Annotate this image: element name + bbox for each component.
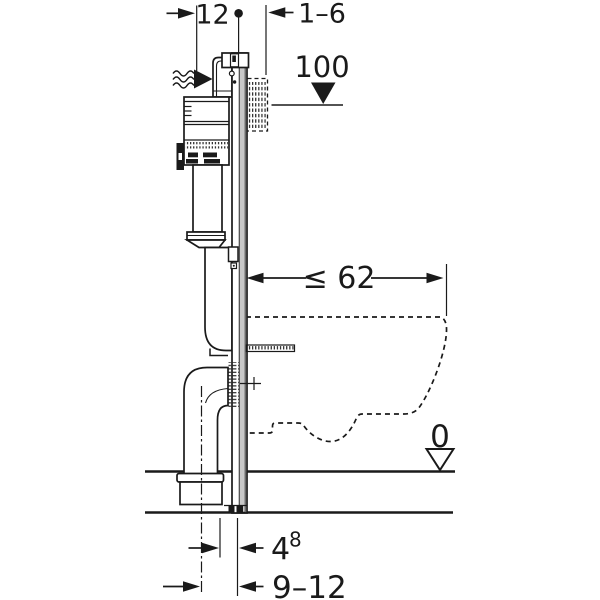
floor-datum-zero: 0 [424, 419, 456, 472]
arrow-right-icon [426, 272, 444, 284]
flush-pipe-hook [209, 348, 228, 357]
dimension-top-gap: 1–6 [265, 0, 346, 75]
elbow-inner-line [204, 387, 229, 404]
wall-block [247, 77, 269, 132]
dimension-outlet-center: 9–12 [163, 570, 347, 600]
flush-pipe [204, 246, 233, 352]
wall-block-dashed-edge [247, 77, 269, 132]
outlet-threads [228, 362, 239, 409]
dim-outlet-offset-sup: 8 [289, 528, 302, 552]
arrow-left-icon [239, 581, 256, 592]
arrow-left-icon [239, 542, 256, 554]
floor-datum-label: 0 [430, 419, 450, 455]
cistern-lower-housing [192, 164, 223, 233]
water-wave-icon [172, 76, 195, 83]
arrow-left-icon [268, 7, 286, 18]
height-marker-label: 100 [294, 50, 349, 84]
valve-block [204, 159, 220, 164]
valve-block [203, 152, 217, 158]
water-supply-arrow-icon [194, 69, 213, 89]
cistern-taper [184, 239, 227, 249]
rail-bracket-dot [232, 264, 235, 267]
water-supply [172, 69, 213, 89]
rail-screw-hole [228, 70, 235, 77]
arrow-right-icon [178, 8, 195, 19]
bowl-dashed-path [246, 316, 448, 443]
fixing-rod-threaded [245, 344, 296, 353]
drain-elbow [176, 366, 229, 506]
dimension-outlet-offset: 4 8 [188, 518, 302, 596]
arrow-right-icon [202, 542, 219, 554]
mounting-rail [221, 52, 250, 514]
rail-foot-block [236, 505, 243, 513]
water-wave-icon [172, 82, 195, 89]
dim-outlet-center-label: 9–12 [272, 570, 347, 600]
dim-top-gap-label: 1–6 [298, 0, 346, 30]
left-mounting-slot [178, 153, 182, 160]
datum-dot [234, 9, 243, 18]
fixing-rod [240, 344, 296, 390]
dimension-top-depth: 12 [166, 0, 243, 71]
socket-flange [176, 472, 225, 483]
rail-top-hook [232, 55, 236, 62]
level-triangle-filled-icon [311, 82, 336, 104]
concealed-cistern [176, 56, 233, 357]
toilet-bowl-outline [246, 316, 448, 443]
cistern-tower-inner [215, 60, 232, 97]
height-marker-100: 100 [271, 50, 350, 106]
arrow-right-icon [183, 581, 200, 592]
rail-bracket [227, 246, 239, 263]
elbow-pipe [183, 366, 229, 478]
dim-outlet-offset-label: 4 [271, 532, 290, 567]
rail-dot [232, 80, 237, 84]
rail-foot-block [228, 505, 235, 513]
wall-block-hatch [247, 82, 266, 128]
dim-bowl-depth-label: ≤ 62 [303, 261, 376, 296]
dim-top-depth-label: 12 [195, 0, 229, 31]
water-wave-icon [172, 70, 195, 77]
valve-block [188, 152, 198, 158]
valve-hatch-band [185, 142, 228, 149]
arrow-left-icon [246, 272, 264, 284]
dimension-bowl-depth: ≤ 62 [246, 261, 448, 316]
rail-gray-strip [238, 53, 246, 513]
level-triangle-open-icon [424, 448, 456, 472]
valve-block [186, 159, 198, 164]
